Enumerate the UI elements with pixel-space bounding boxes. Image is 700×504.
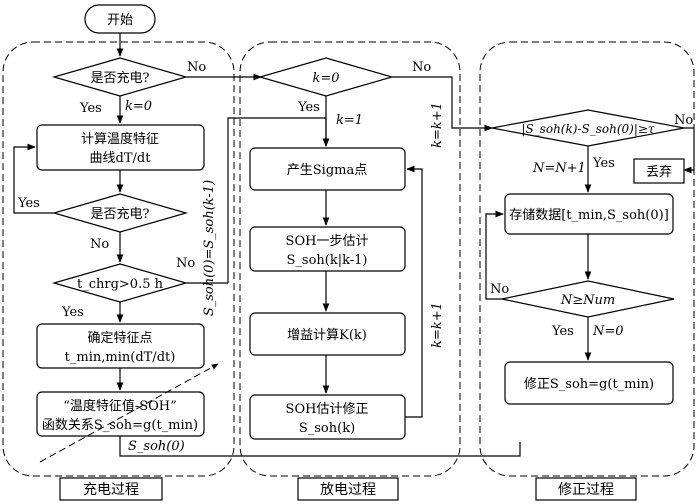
yes-label-5: Yes [592, 156, 615, 171]
store-data-process [504, 193, 674, 235]
k-plus-1-bottom-label: k=k+1 [430, 302, 445, 348]
threshold-label: |S_soh(k)-S_soh(0)|≥τ [521, 122, 654, 136]
store-data-label: 存储数据[t_min,S_soh(0)] [509, 208, 669, 223]
soh-one-step-label-2: S_soh(k|k-1) [287, 253, 368, 268]
is-charging-1-label: 是否充电? [91, 70, 150, 86]
no-label-1: No [187, 60, 206, 75]
sigma-points-process [249, 147, 406, 191]
charge-panel-label-box [59, 477, 163, 501]
correction-panel-label: 修正过程 [558, 482, 614, 498]
correct-soh-label: 修正S_soh=g(t_min) [524, 377, 654, 392]
is-charging-2-label: 是否充电? [91, 206, 150, 222]
func-label-2: 函数关系S_soh=g(t_min) [42, 418, 198, 433]
k-eq-1-label: k=1 [336, 113, 363, 128]
no-label-3: No [176, 256, 195, 271]
edge-threshold-no [683, 127, 695, 174]
yes-label-1: Yes [79, 101, 102, 116]
edge-func-to-correction [119, 436, 521, 457]
soh-zero-label: S_soh(0) [128, 439, 185, 454]
feature-label-2: t_min,min(dT/dt) [65, 350, 176, 365]
correction-panel [479, 41, 695, 477]
no-label-4: No [412, 60, 431, 75]
yes-label-3: Yes [61, 305, 84, 320]
feature-label-1: 确定特征点 [87, 331, 152, 346]
charge-panel-label: 充电过程 [83, 482, 139, 498]
soh-one-step-label-1: SOH一步估计 [286, 234, 369, 249]
gain-calc-process [249, 312, 406, 356]
discard-box [633, 158, 685, 184]
discharge-panel-label-box [297, 477, 399, 501]
yes-label-6: Yes [551, 324, 574, 339]
discharge-panel-label: 放电过程 [320, 482, 376, 498]
k-plus-1-top-label: k=k+1 [430, 102, 445, 148]
yes-label-4: Yes [297, 100, 320, 115]
edge-correct-loop [405, 165, 423, 418]
no-label-5: No [674, 113, 693, 128]
yes-label-2: Yes [17, 196, 40, 211]
gain-calc-label: 增益计算K(k) [287, 328, 367, 343]
n-zero-label: N=0 [592, 324, 624, 339]
calc-curve-label-1: 计算温度特征 [81, 131, 159, 147]
num-check-label: N≥Num [560, 293, 615, 308]
soh-correct-label-2: S_soh(k) [299, 421, 355, 436]
no-label-6: No [490, 282, 509, 297]
soh-one-step-process [249, 226, 406, 272]
edge-charging2-yes-loop [13, 143, 54, 214]
k-zero-label: k=0 [312, 71, 339, 86]
start-label: 开始 [107, 13, 133, 28]
k-eq-0-label: k=0 [125, 99, 152, 114]
edge-kzero-no [392, 76, 493, 132]
correct-soh-process [504, 361, 674, 405]
dashed-relation-arrow [39, 363, 219, 463]
discard-label: 丢弃 [646, 165, 672, 180]
calc-curve-label-2: 曲线dT/dt [90, 151, 152, 166]
func-label-1: “温度特征值-SOH” [63, 398, 177, 414]
discharge-panel [239, 41, 461, 477]
no-label-2: No [90, 237, 109, 252]
n-plus-1-label: N=N+1 [532, 161, 586, 176]
correction-panel-label-box [535, 477, 637, 501]
sigma-points-label: 产生Sigma点 [287, 163, 367, 178]
edge-num-no-loop [485, 210, 504, 300]
soh-init-label: S_soh(0)=S_soh(k-1) [202, 180, 217, 316]
soh-correct-label-1: SOH估计修正 [286, 402, 369, 417]
t-chrg-label: t_chrg>0.5 h [77, 277, 164, 292]
